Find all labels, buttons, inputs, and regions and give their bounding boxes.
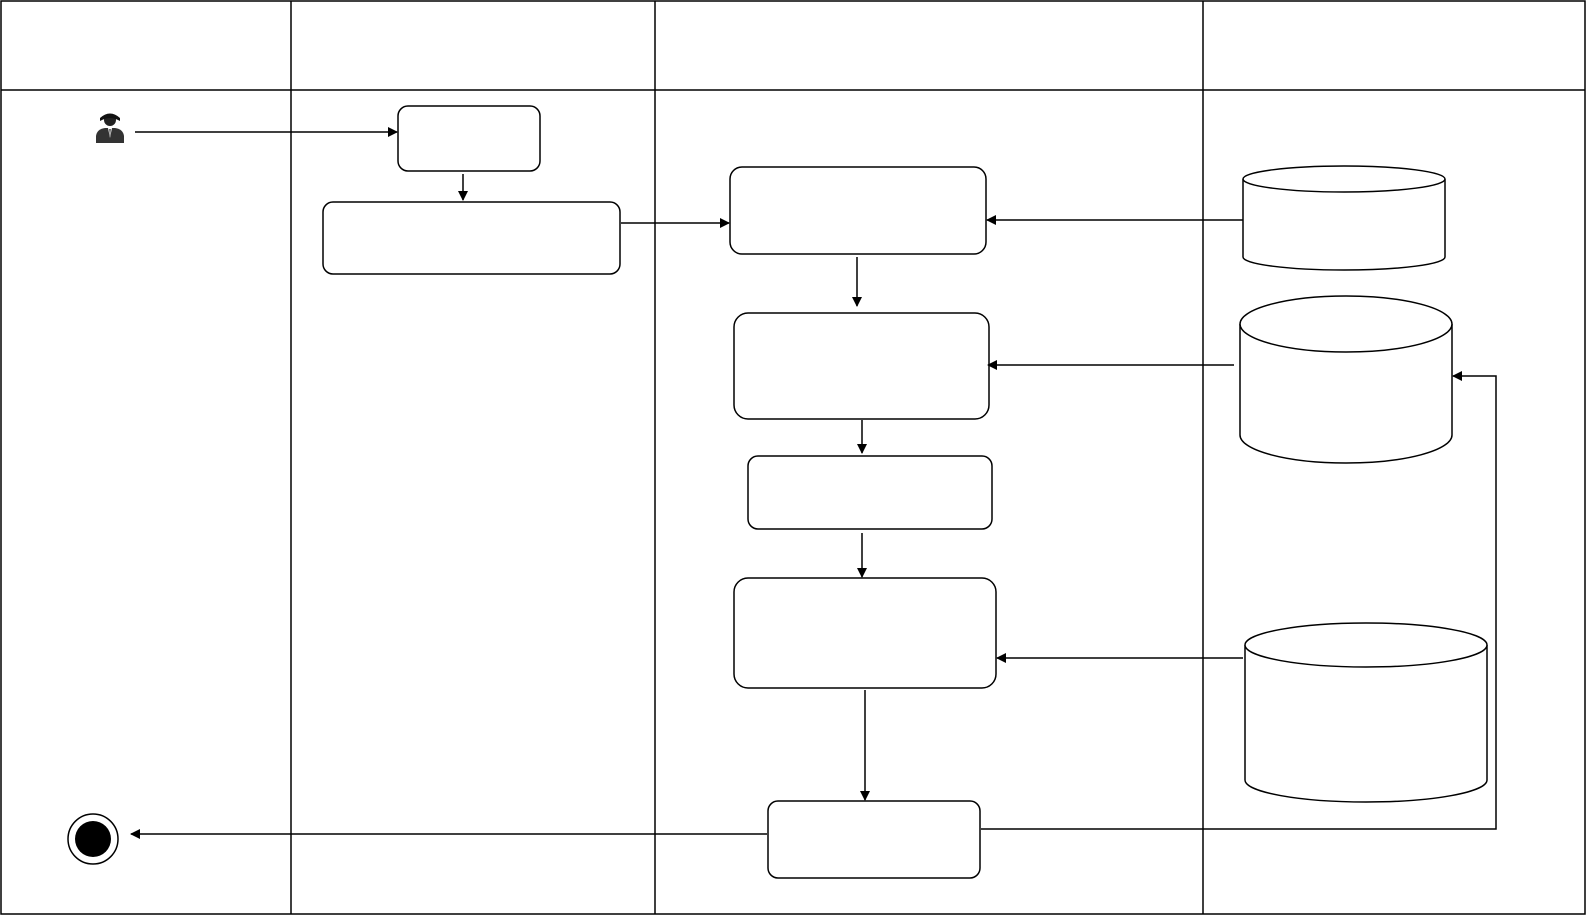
activity-1-label	[398, 106, 540, 171]
activity-4-label	[734, 313, 989, 419]
lane-4-label	[1203, 0, 1585, 90]
database-2-icon[interactable]	[1239, 295, 1453, 464]
actor-icon	[96, 113, 124, 143]
datastore-1-label	[1243, 192, 1445, 262]
lane-1-label	[1, 0, 291, 90]
activity-7[interactable]	[767, 800, 981, 879]
activity-2-label	[323, 202, 620, 274]
activity-6-label	[734, 578, 996, 688]
datastore-3-label	[1245, 667, 1487, 787]
lane-2-label	[291, 0, 655, 90]
activity-3[interactable]	[729, 166, 987, 255]
activity-6[interactable]	[733, 577, 997, 689]
datastore-2-label	[1240, 352, 1452, 442]
activity-3-label	[730, 167, 986, 254]
flows	[130, 127, 1497, 839]
flow-activity-7-to-datastore-2	[981, 371, 1497, 830]
database-1-icon[interactable]	[1242, 165, 1446, 271]
final-node-icon	[67, 813, 119, 865]
lane-3-label	[655, 0, 1203, 90]
database-3-icon[interactable]	[1244, 622, 1488, 803]
activity-5[interactable]	[747, 455, 993, 530]
activity-5-label	[748, 456, 992, 529]
activity-7-label	[768, 801, 980, 878]
activity-1[interactable]	[397, 105, 541, 172]
activity-2[interactable]	[322, 201, 621, 275]
